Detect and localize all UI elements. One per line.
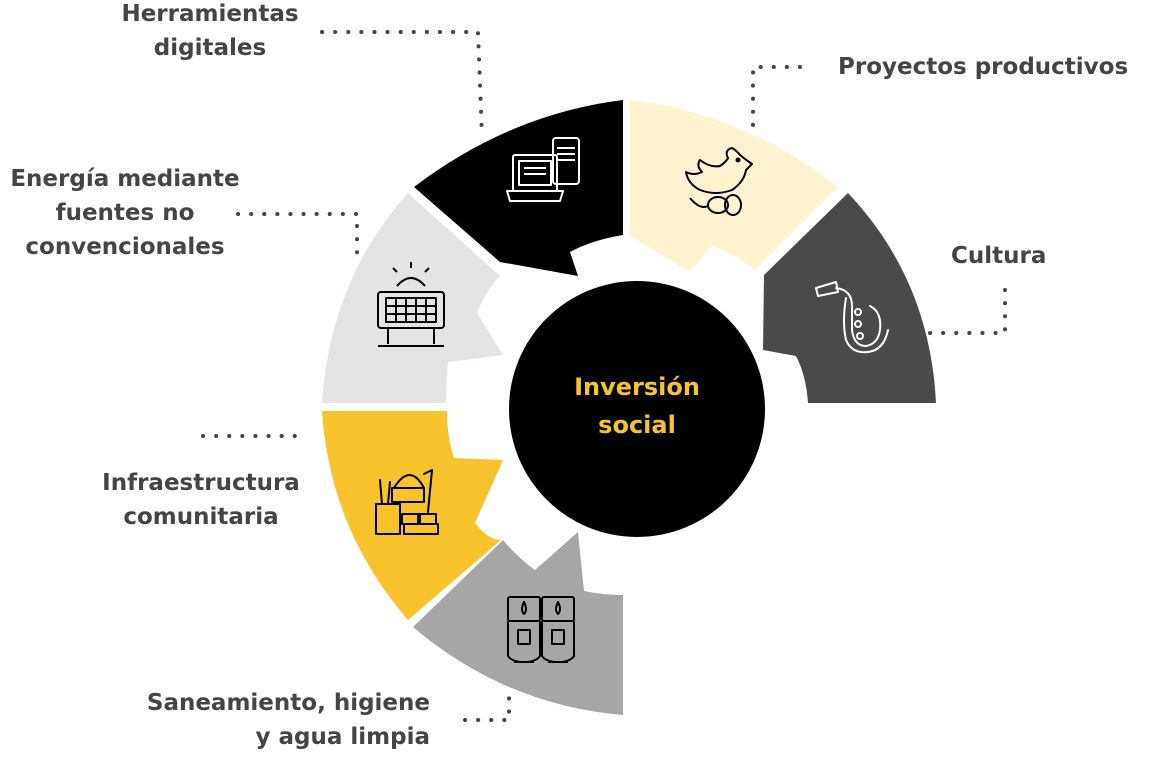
label-energia-line2: fuentes no <box>55 200 195 226</box>
leader-cultura <box>928 288 1007 335</box>
label-infraestructura-line1: Infraestructura <box>102 470 300 496</box>
label-proyectos-productivos: Proyectos productivos <box>838 50 1128 84</box>
label-energia-line1: Energía mediante <box>10 166 240 192</box>
label-herramientas-line2: digitales <box>153 35 267 61</box>
center-title-line1: Inversión <box>574 373 700 401</box>
label-cultura: Cultura <box>951 239 1046 273</box>
segment-saneamiento-higiene-agua <box>413 532 623 715</box>
rooster-eggs-icon <box>685 147 753 216</box>
label-herramientas-digitales: Herramientas digitales <box>106 0 314 65</box>
segment-infraestructura-comunitaria <box>322 411 503 620</box>
center-disc <box>509 281 765 537</box>
water-dispensers-icon <box>507 596 575 663</box>
center-title: Inversión social <box>527 368 747 444</box>
segment-cultura <box>763 193 936 403</box>
leader-energia <box>236 212 359 263</box>
label-infraestructura-line2: comunitaria <box>123 504 279 530</box>
leader-proyectos <box>751 65 802 129</box>
label-saneamiento: Saneamiento, higiene y agua limpia <box>110 686 430 754</box>
label-infraestructura: Infraestructura comunitaria <box>90 466 312 534</box>
label-herramientas-line1: Herramientas <box>121 1 299 27</box>
label-saneamiento-line1: Saneamiento, higiene <box>146 690 430 716</box>
segment-proyectos-productivos <box>630 100 838 272</box>
segment-herramientas-digitales <box>414 100 623 276</box>
label-energia-line3: convencionales <box>25 234 225 260</box>
leader-saneamiento <box>463 696 511 722</box>
solar-panel-icon <box>377 262 445 347</box>
label-proyectos-line1: Proyectos productivos <box>838 54 1129 80</box>
leader-herramientas <box>320 30 484 139</box>
label-cultura-line1: Cultura <box>951 243 1047 269</box>
computer-devices-icon <box>506 137 580 202</box>
center-title-line2: social <box>598 411 676 439</box>
label-saneamiento-line2: y agua limpia <box>255 724 431 750</box>
construction-tools-icon <box>375 469 439 535</box>
label-energia: Energía mediante fuentes no convencional… <box>0 162 250 264</box>
saxophone-icon <box>815 281 889 354</box>
